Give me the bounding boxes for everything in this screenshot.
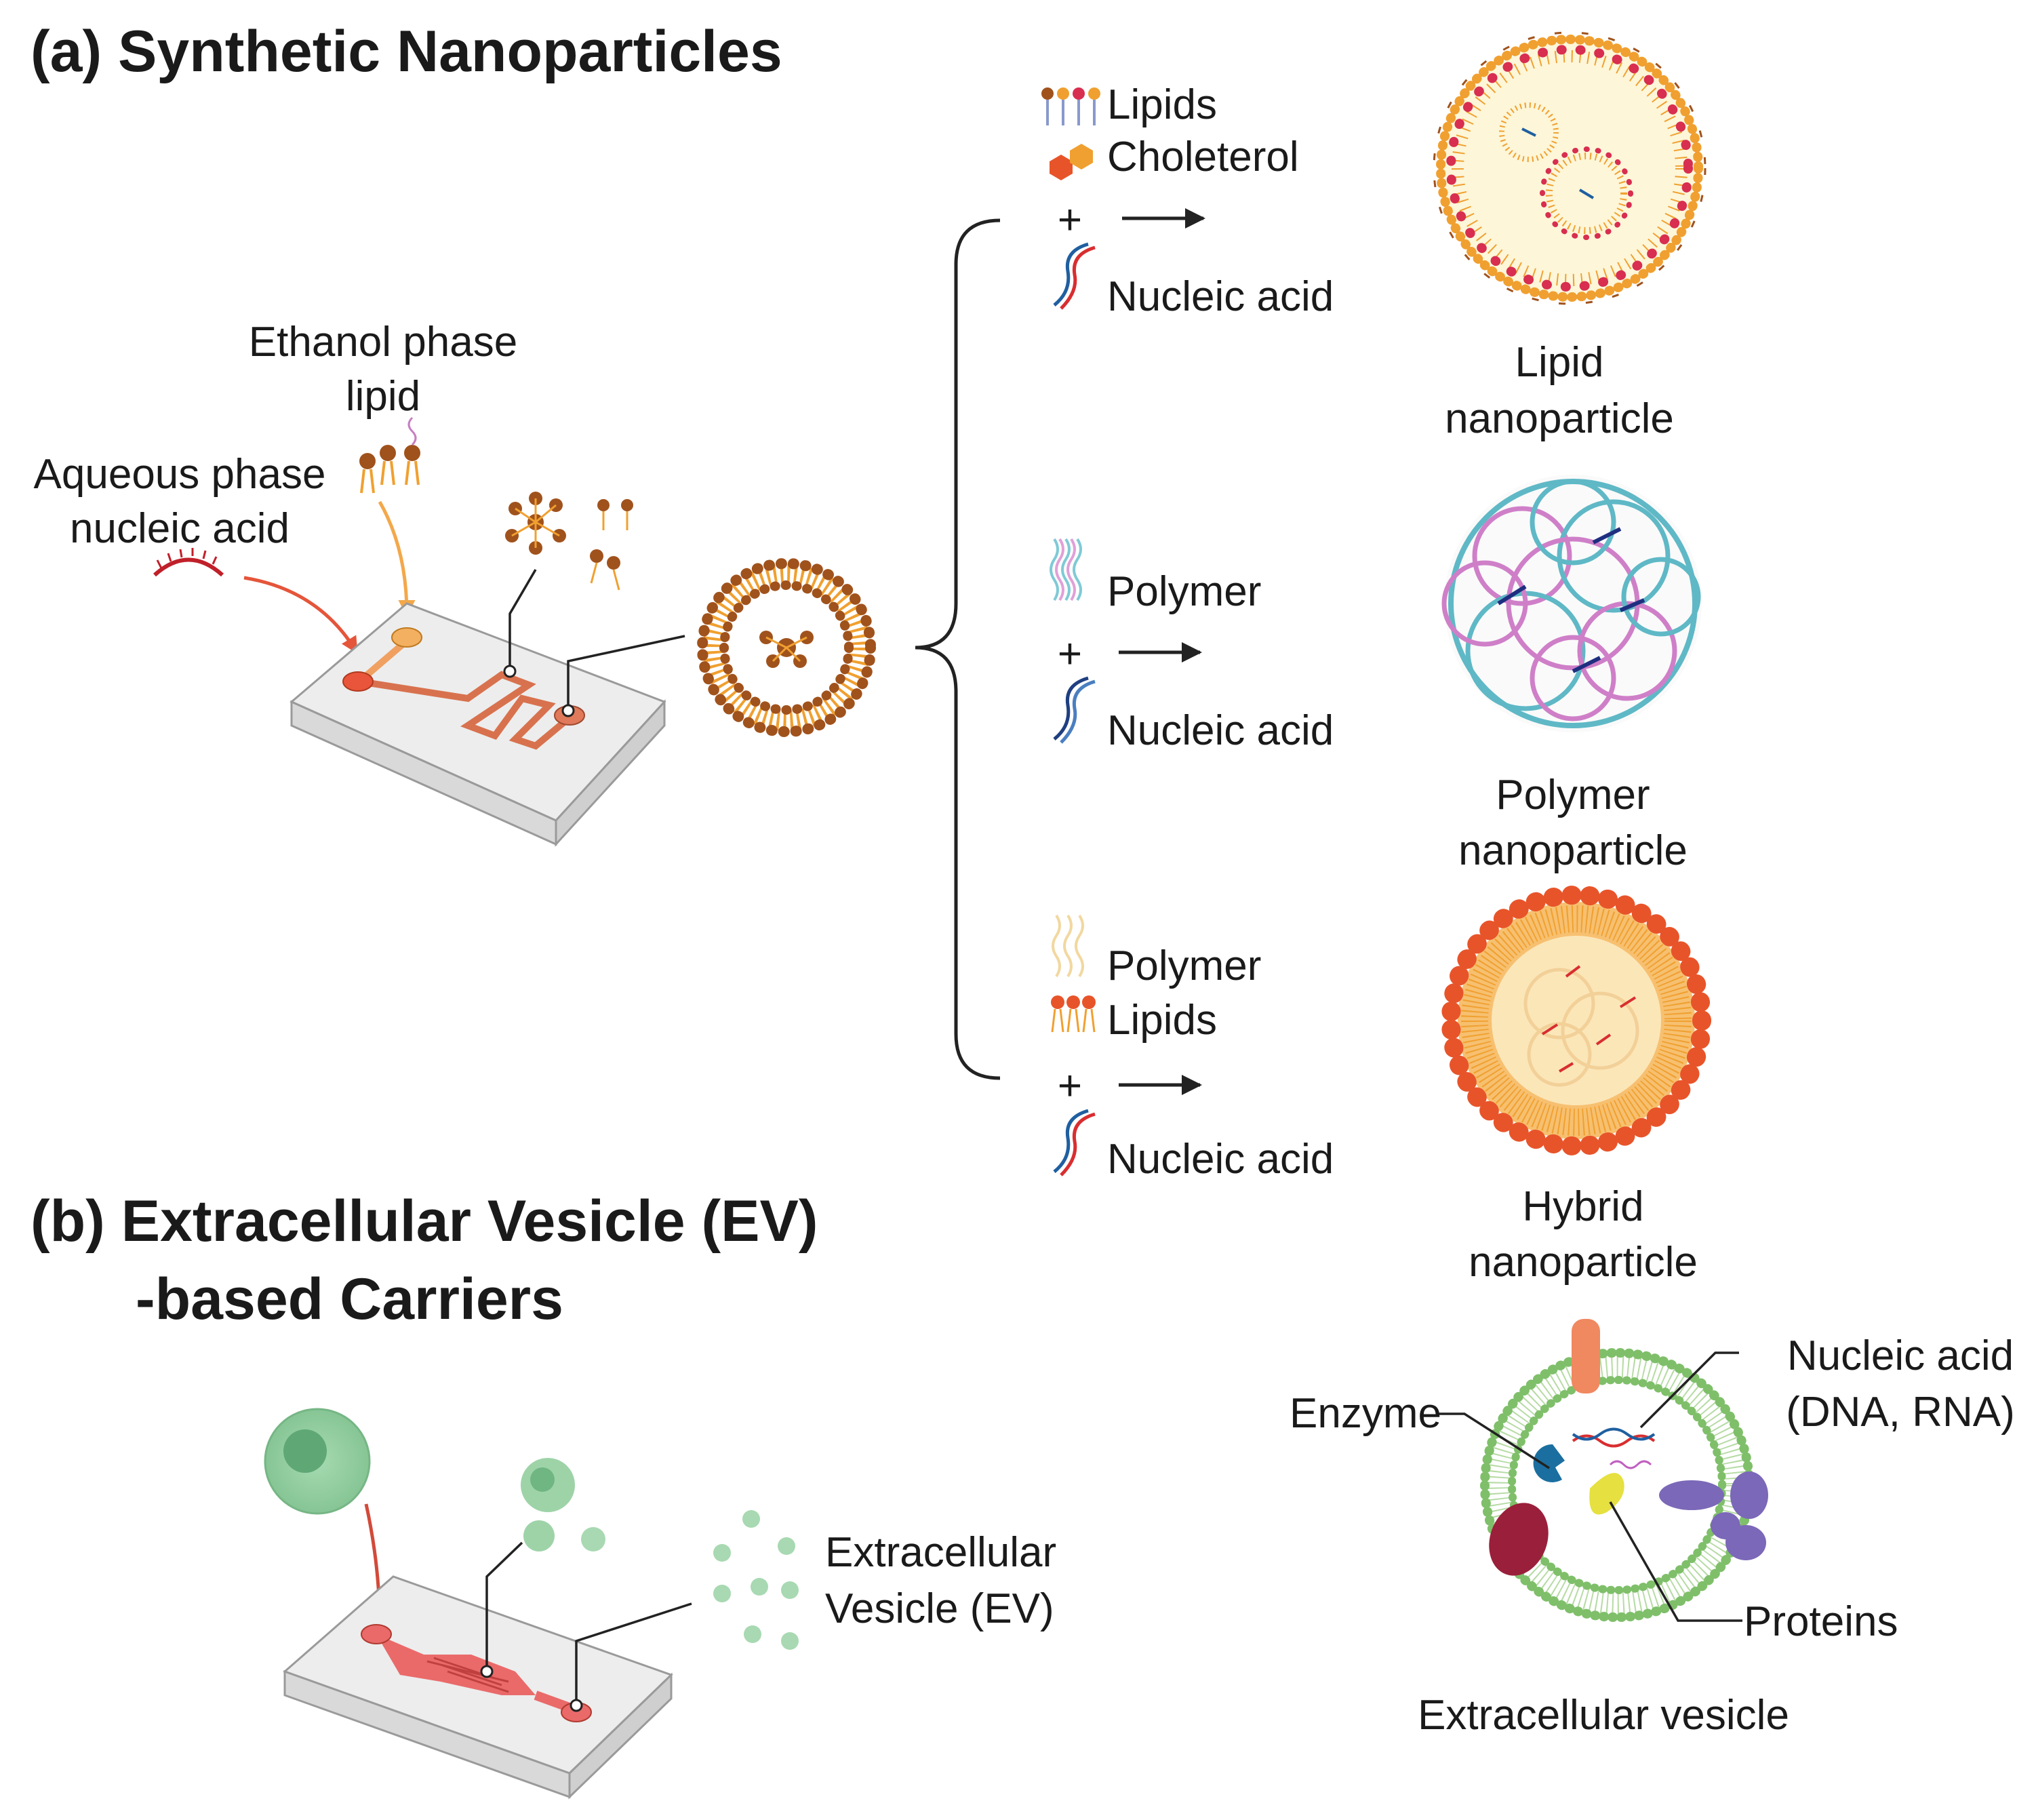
- grouping-brace: [915, 218, 1001, 1080]
- row1-nucleic: Nucleic acid: [1107, 273, 1334, 320]
- row1-result-line1: Lipid: [1515, 339, 1604, 386]
- row1-plus: +: [1058, 197, 1082, 243]
- row3-result-line1: Hybrid: [1522, 1183, 1643, 1230]
- row2-result-line2: nanoparticle: [1458, 827, 1688, 874]
- polymer-icon: [1050, 538, 1082, 601]
- ethanol-lipid-icon: [359, 416, 420, 494]
- protein-purple-icon: [1659, 1471, 1768, 1560]
- protein-darkred-icon: [1489, 1503, 1549, 1576]
- ethanol-phase-label: Ethanol phase: [249, 319, 517, 365]
- row3-plus: +: [1058, 1063, 1082, 1109]
- aqueous-nucleic-label: nucleic acid: [70, 505, 290, 552]
- nucleic-leader: [1639, 1351, 1739, 1429]
- enzyme-label: Enzyme: [1290, 1390, 1441, 1437]
- panel-b-title-line2: -based Carriers: [136, 1267, 563, 1332]
- hybrid-nanoparticle-icon: [1441, 886, 1711, 1155]
- row1-result-line2: nanoparticle: [1445, 395, 1674, 442]
- cell-icon: [264, 1408, 371, 1515]
- chip-outlet-leader: [567, 635, 685, 705]
- polymer-light-icon: [1052, 914, 1084, 978]
- aqueous-phase-label: Aqueous phase: [34, 451, 326, 498]
- polymer-nanoparticle-icon: [1441, 475, 1702, 732]
- micelle-cluster-icon: [505, 492, 633, 591]
- row3-nucleic: Nucleic acid: [1107, 1136, 1334, 1183]
- microfluidic-chip-a: [290, 602, 666, 847]
- row2-plus: +: [1058, 631, 1082, 677]
- enzyme-icon: [1533, 1444, 1565, 1482]
- nucleic-acid-icon: [1572, 1427, 1656, 1469]
- row2-dna-icon: [1053, 676, 1096, 744]
- row1-ingredient-1: Lipids: [1107, 81, 1217, 128]
- row3-ingredient-1: Polymer: [1107, 943, 1261, 989]
- lipid-nanoparticle-icon: [1433, 31, 1706, 305]
- nucleic-acid-label-line1: Nucleic acid: [1787, 1332, 2014, 1379]
- row2-ingredient-1: Polymer: [1107, 568, 1261, 615]
- panel-b-title-line1: (b) Extracellular Vesicle (EV): [31, 1189, 818, 1254]
- row1-dna-icon: [1053, 242, 1096, 310]
- enzyme-leader: [1439, 1412, 1550, 1469]
- proteins-label: Proteins: [1744, 1598, 1898, 1645]
- nucleic-acid-label-line2: (DNA, RNA): [1786, 1389, 2015, 1436]
- small-cells-icon: [521, 1458, 605, 1551]
- membrane-protein-salmon-icon: [1572, 1319, 1600, 1393]
- chip-b-outlet-leader: [575, 1602, 692, 1700]
- ethanol-lipid-label: lipid: [346, 373, 420, 420]
- chip-mixing-leader: [508, 569, 537, 666]
- row3-lipids-icon: [1051, 995, 1096, 1033]
- proteins-leader: [1609, 1501, 1742, 1622]
- row3-ingredient-2: Lipids: [1107, 997, 1217, 1044]
- lnp-cross-section-icon: [697, 558, 876, 737]
- row1-ingredient-2: Choleterol: [1107, 134, 1299, 180]
- row3-result-line2: nanoparticle: [1469, 1239, 1698, 1286]
- panel-a-title: (a) Synthetic Nanoparticles: [31, 19, 782, 84]
- aqueous-inlet-arrow: [243, 576, 358, 654]
- row3-dna-icon: [1053, 1109, 1096, 1176]
- microfluidic-chip-b: [283, 1575, 673, 1800]
- chip-b-mixing-leader: [485, 1541, 523, 1666]
- ethanol-inlet-arrow: [378, 500, 416, 617]
- cholesterol-icon: [1050, 144, 1093, 180]
- vesicle-caption: Extracellular vesicle: [1418, 1692, 1789, 1739]
- row2-nucleic: Nucleic acid: [1107, 707, 1334, 754]
- protein-yellow-icon: [1589, 1473, 1624, 1515]
- row2-result-line1: Polymer: [1496, 772, 1650, 818]
- ev-label-line1: Extracellular: [825, 1529, 1056, 1576]
- nucleic-acid-arc-icon: [153, 548, 224, 577]
- ev-label-line2: Vesicle (EV): [825, 1585, 1054, 1632]
- lipids-icon: [1041, 87, 1100, 125]
- ev-particles-icon: [713, 1510, 799, 1650]
